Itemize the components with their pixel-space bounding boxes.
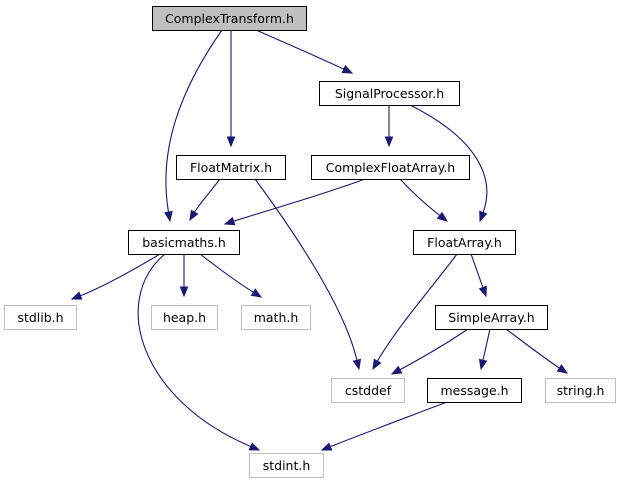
edge-floatmatrix-to-basicmaths (189, 178, 221, 222)
node-box (176, 155, 286, 180)
arrowhead (179, 286, 189, 298)
edge-basicmaths-to-math (199, 253, 263, 298)
arrowhead (436, 211, 449, 222)
node-box (319, 81, 460, 106)
edge-basicmaths-to-stdint (137, 253, 261, 451)
node-label: SimpleArray.h (448, 310, 534, 325)
node-simplearray[interactable]: SimpleArray.h (435, 305, 548, 330)
node-label: FloatArray.h (427, 235, 502, 250)
edge-basicmaths-to-heap (179, 254, 189, 298)
node-box (435, 305, 548, 330)
edge-line (399, 328, 469, 371)
node-box (4, 305, 77, 330)
arrowhead (478, 358, 488, 371)
edge-complextransform-to-basicmaths (164, 29, 223, 223)
edge-simplearray-to-message (478, 328, 491, 371)
edge-floatarray-to-simplearray (470, 253, 487, 298)
node-box (152, 6, 307, 31)
edge-line (376, 253, 458, 362)
node-cstddef: cstddef (331, 378, 405, 403)
node-floatmatrix[interactable]: FloatMatrix.h (176, 155, 286, 180)
node-box (128, 230, 240, 255)
arrowhead (390, 365, 403, 375)
node-label: basicmaths.h (142, 235, 226, 250)
node-label: stdlib.h (17, 310, 63, 325)
node-box (545, 378, 616, 403)
edge-complextransform-to-signalprocessor (255, 29, 354, 74)
edge-line (409, 104, 488, 213)
node-stdlib: stdlib.h (4, 305, 77, 330)
arrowhead (352, 358, 362, 371)
node-label: math.h (254, 310, 299, 325)
edge-floatarray-to-cstddef (372, 253, 458, 371)
arrowhead (372, 358, 382, 371)
arrowhead (478, 285, 487, 298)
node-label: cstddef (345, 383, 392, 398)
node-basicmaths[interactable]: basicmaths.h (128, 230, 240, 255)
edge-simplearray-to-string (505, 328, 569, 374)
arrowhead (248, 442, 261, 451)
node-string: string.h (545, 378, 616, 403)
arrowhead (556, 364, 569, 374)
arrowhead (320, 442, 333, 451)
edge-line (482, 328, 491, 361)
edge-complexfloatarray-to-basicmaths (223, 178, 366, 226)
node-label: string.h (557, 383, 605, 398)
node-label: message.h (440, 383, 508, 398)
node-box (331, 378, 405, 403)
edge-line (399, 178, 441, 216)
arrowhead (189, 209, 199, 222)
arrowhead (479, 210, 488, 223)
node-label: ComplexTransform.h (165, 11, 294, 26)
nodes-layer: ComplexTransform.hSignalProcessor.hFloat… (4, 6, 616, 478)
arrowhead (250, 288, 263, 298)
edge-line (470, 253, 484, 288)
node-box (311, 155, 470, 180)
arrowhead (384, 136, 394, 148)
node-label: SignalProcessor.h (335, 86, 444, 101)
edge-line (330, 401, 448, 448)
node-box (413, 230, 516, 255)
node-complexfloatarray[interactable]: ComplexFloatArray.h (311, 155, 470, 180)
node-label: stdint.h (263, 458, 311, 473)
arrowhead (341, 65, 354, 74)
edge-simplearray-to-cstddef (390, 328, 469, 375)
edges-layer (70, 29, 569, 451)
edge-complextransform-to-floatmatrix (226, 30, 236, 148)
edge-line (193, 178, 221, 213)
node-complextransform[interactable]: ComplexTransform.h (152, 6, 307, 31)
node-stdint: stdint.h (249, 453, 324, 478)
edge-line (80, 253, 161, 297)
edge-line (254, 178, 358, 361)
edge-line (233, 178, 366, 222)
node-box (427, 378, 522, 403)
edge-line (137, 253, 251, 448)
node-box (241, 305, 311, 330)
node-box (151, 305, 218, 330)
node-label: ComplexFloatArray.h (326, 160, 455, 175)
node-label: FloatMatrix.h (190, 160, 272, 175)
edge-signalprocessor-to-floatarray (409, 104, 488, 223)
edge-line (165, 29, 223, 213)
edge-line (505, 328, 560, 369)
edge-signalprocessor-to-complexfloatarray (384, 105, 394, 148)
edge-message-to-stdint (320, 401, 448, 451)
edge-complexfloatarray-to-floatarray (399, 178, 449, 222)
edge-line (199, 253, 254, 293)
node-signalprocessor[interactable]: SignalProcessor.h (319, 81, 460, 106)
node-box (249, 453, 324, 478)
node-floatarray[interactable]: FloatArray.h (413, 230, 516, 255)
arrowhead (164, 210, 173, 223)
arrowhead (226, 136, 236, 148)
node-label: heap.h (163, 310, 206, 325)
edge-line (255, 29, 345, 70)
edge-floatmatrix-to-cstddef (254, 178, 362, 371)
arrowhead (70, 291, 83, 300)
arrowhead (223, 216, 236, 226)
node-message[interactable]: message.h (427, 378, 522, 403)
node-heap: heap.h (151, 305, 218, 330)
node-math: math.h (241, 305, 311, 330)
edge-basicmaths-to-stdlib (70, 253, 161, 300)
